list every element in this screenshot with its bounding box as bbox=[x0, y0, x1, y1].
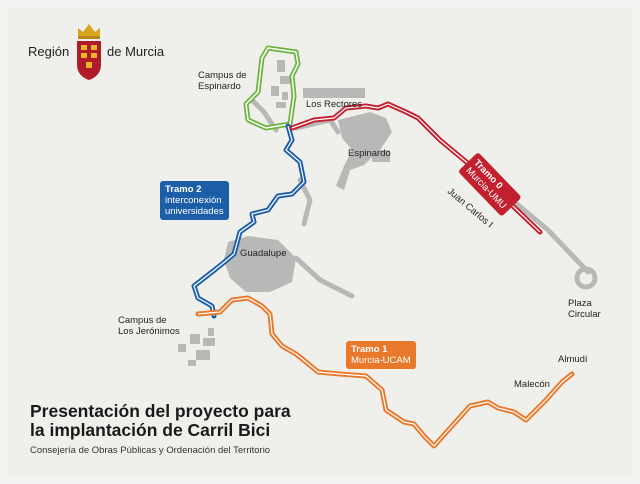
shield-castle bbox=[81, 53, 87, 58]
shield-castle bbox=[91, 53, 97, 58]
tramo1-inner-line bbox=[197, 297, 573, 447]
jeronimos-block bbox=[196, 350, 210, 360]
road bbox=[297, 177, 313, 227]
campus-block bbox=[276, 102, 286, 108]
shield-castle bbox=[91, 45, 97, 50]
brand-left-text: Región bbox=[28, 44, 70, 59]
campus-block bbox=[280, 76, 290, 84]
brand-right-text: de Murcia bbox=[107, 44, 165, 59]
page-title: Presentación del proyecto para la implan… bbox=[30, 401, 291, 440]
urban-areas bbox=[178, 60, 392, 366]
jeronimos-block bbox=[188, 360, 196, 366]
coat-of-arms-icon bbox=[77, 24, 101, 80]
label-espinardo: Espinardo bbox=[348, 148, 391, 159]
tramo1-tag: Tramo 1 Murcia-UCAM bbox=[346, 341, 416, 369]
campus-loop-inner-line bbox=[245, 47, 299, 129]
page-subtitle: Consejería de Obras Públicas y Ordenació… bbox=[30, 445, 271, 456]
label-almudi: Almudí bbox=[558, 354, 588, 365]
campus-block bbox=[282, 92, 288, 100]
crown-band bbox=[78, 36, 100, 39]
jeronimos-block bbox=[203, 338, 215, 346]
guadalupe-area bbox=[224, 236, 296, 292]
label-campus-jeronimos: Campus de Los Jerónimos bbox=[118, 315, 180, 337]
los-rectores-block bbox=[303, 88, 365, 98]
crown-shape bbox=[78, 24, 100, 36]
jeronimos-block bbox=[208, 328, 214, 336]
tramo2-inner-line bbox=[193, 125, 305, 317]
roads bbox=[249, 97, 598, 299]
road bbox=[249, 97, 279, 133]
road bbox=[293, 255, 355, 299]
label-plaza-circular: Plaza Circular bbox=[568, 298, 601, 320]
shield-shape bbox=[77, 41, 101, 80]
label-los-rectores: Los Rectores bbox=[306, 99, 362, 110]
map-background bbox=[8, 8, 632, 476]
tramo2-tag: Tramo 2 interconexión universidades bbox=[160, 181, 229, 220]
jeronimos-block bbox=[178, 344, 186, 352]
espinardo-area bbox=[336, 112, 392, 190]
label-guadalupe: Guadalupe bbox=[240, 248, 287, 259]
shield-crown-small bbox=[86, 62, 92, 68]
plaza-circular-roundabout bbox=[574, 266, 598, 290]
campus-block bbox=[271, 86, 279, 96]
label-malecon: Malecón bbox=[514, 379, 550, 390]
espinardo-block bbox=[372, 150, 390, 162]
tramo0-inner-line bbox=[291, 103, 541, 233]
campus-block bbox=[277, 60, 285, 72]
label-campus-espinardo: Campus de Espinardo bbox=[198, 70, 247, 92]
jeronimos-block bbox=[190, 334, 200, 344]
shield-castle bbox=[81, 45, 87, 50]
